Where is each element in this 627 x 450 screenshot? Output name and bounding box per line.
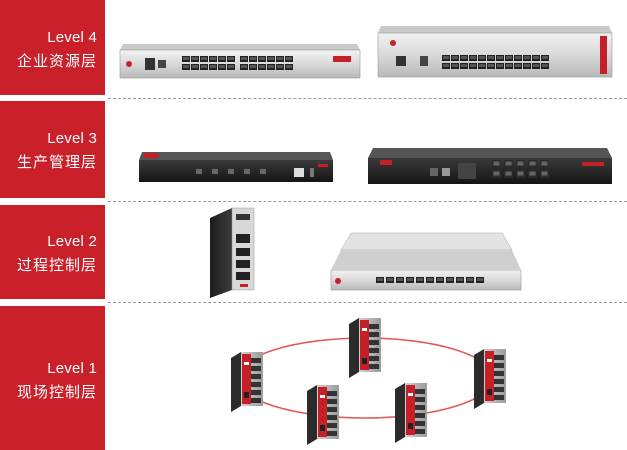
level-1-industrial-switch xyxy=(395,383,427,443)
level-1-label: 现场控制层 xyxy=(16,384,97,401)
level-4-switch-left xyxy=(119,44,361,79)
level-2-number: Level 2 xyxy=(47,233,97,250)
level-3-label: 生产管理层 xyxy=(16,154,97,171)
level-1-band: Level 1 现场控制层 xyxy=(0,306,105,450)
level-2-label: 过程控制层 xyxy=(16,257,97,274)
level-1-industrial-switch xyxy=(231,352,263,412)
level-divider xyxy=(108,98,627,99)
level-3-appliance-left xyxy=(139,152,333,182)
level-2-band: Level 2 过程控制层 xyxy=(0,205,105,299)
level-divider xyxy=(108,302,627,303)
level-2-rackmount-switch xyxy=(330,232,522,291)
level-1-number: Level 1 xyxy=(47,360,97,377)
level-4-number: Level 4 xyxy=(47,29,97,46)
level-2-din-rail-switch xyxy=(210,207,255,298)
level-3-number: Level 3 xyxy=(47,130,97,147)
level-1-industrial-switch xyxy=(349,318,381,378)
level-divider xyxy=(108,201,627,202)
level-1-industrial-switch xyxy=(474,349,506,409)
level-4-switch-right xyxy=(377,26,613,78)
level-3-appliance-right xyxy=(368,148,612,184)
level-1-industrial-switch xyxy=(307,385,339,445)
level-3-band: Level 3 生产管理层 xyxy=(0,101,105,198)
level-4-band: Level 4 企业资源层 xyxy=(0,0,105,95)
level-4-label: 企业资源层 xyxy=(16,53,97,70)
